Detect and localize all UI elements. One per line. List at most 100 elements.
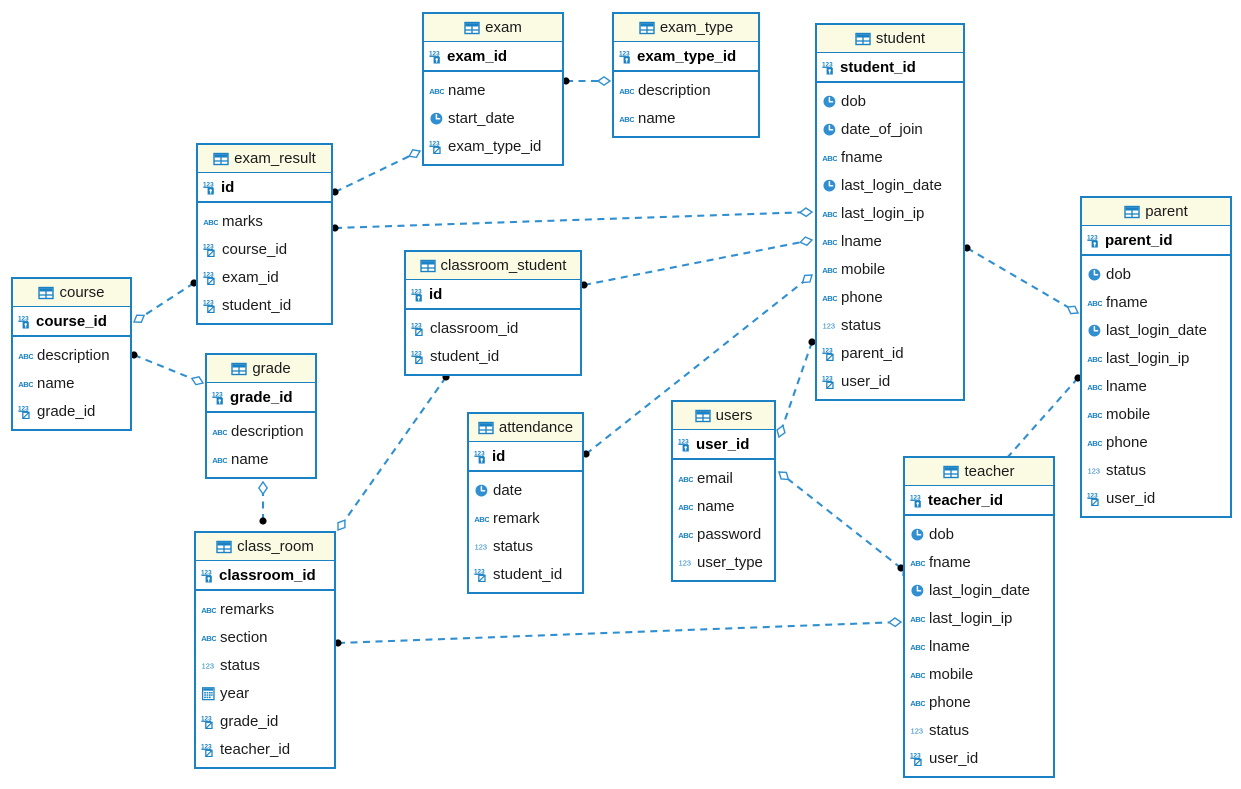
table-header-grade: grade bbox=[207, 355, 315, 383]
column-row[interactable]: dob bbox=[817, 87, 963, 115]
svg-text:123: 123 bbox=[679, 558, 691, 567]
foreign-key-icon: 123 bbox=[474, 567, 489, 582]
column-row[interactable]: date bbox=[469, 476, 582, 504]
column-row[interactable]: dob bbox=[905, 520, 1053, 548]
abc-text-icon: ABC bbox=[910, 639, 925, 654]
column-name: exam_type_id bbox=[637, 47, 737, 65]
table-icon bbox=[478, 420, 494, 436]
column-row[interactable]: dob bbox=[1082, 260, 1230, 288]
column-row[interactable]: last_login_date bbox=[1082, 316, 1230, 344]
column-row[interactable]: last_login_date bbox=[905, 576, 1053, 604]
column-row[interactable]: year bbox=[196, 679, 334, 707]
abc-text-icon: ABC bbox=[822, 150, 837, 165]
number-123-icon: 123 bbox=[474, 539, 489, 554]
column-row[interactable]: start_date bbox=[424, 104, 562, 132]
abc-text-icon: ABC bbox=[678, 499, 693, 514]
abc-text-icon: ABC bbox=[201, 630, 216, 645]
svg-text:123: 123 bbox=[1087, 234, 1098, 241]
column-row[interactable]: last_login_date bbox=[817, 171, 963, 199]
abc-text-icon: ABC bbox=[910, 611, 925, 626]
relationship-exam_result-to-exam bbox=[331, 149, 422, 196]
column-row[interactable]: date_of_join bbox=[817, 115, 963, 143]
abc-text-icon: ABC bbox=[822, 206, 837, 221]
table-title: student bbox=[875, 30, 926, 47]
table-icon bbox=[464, 20, 480, 36]
